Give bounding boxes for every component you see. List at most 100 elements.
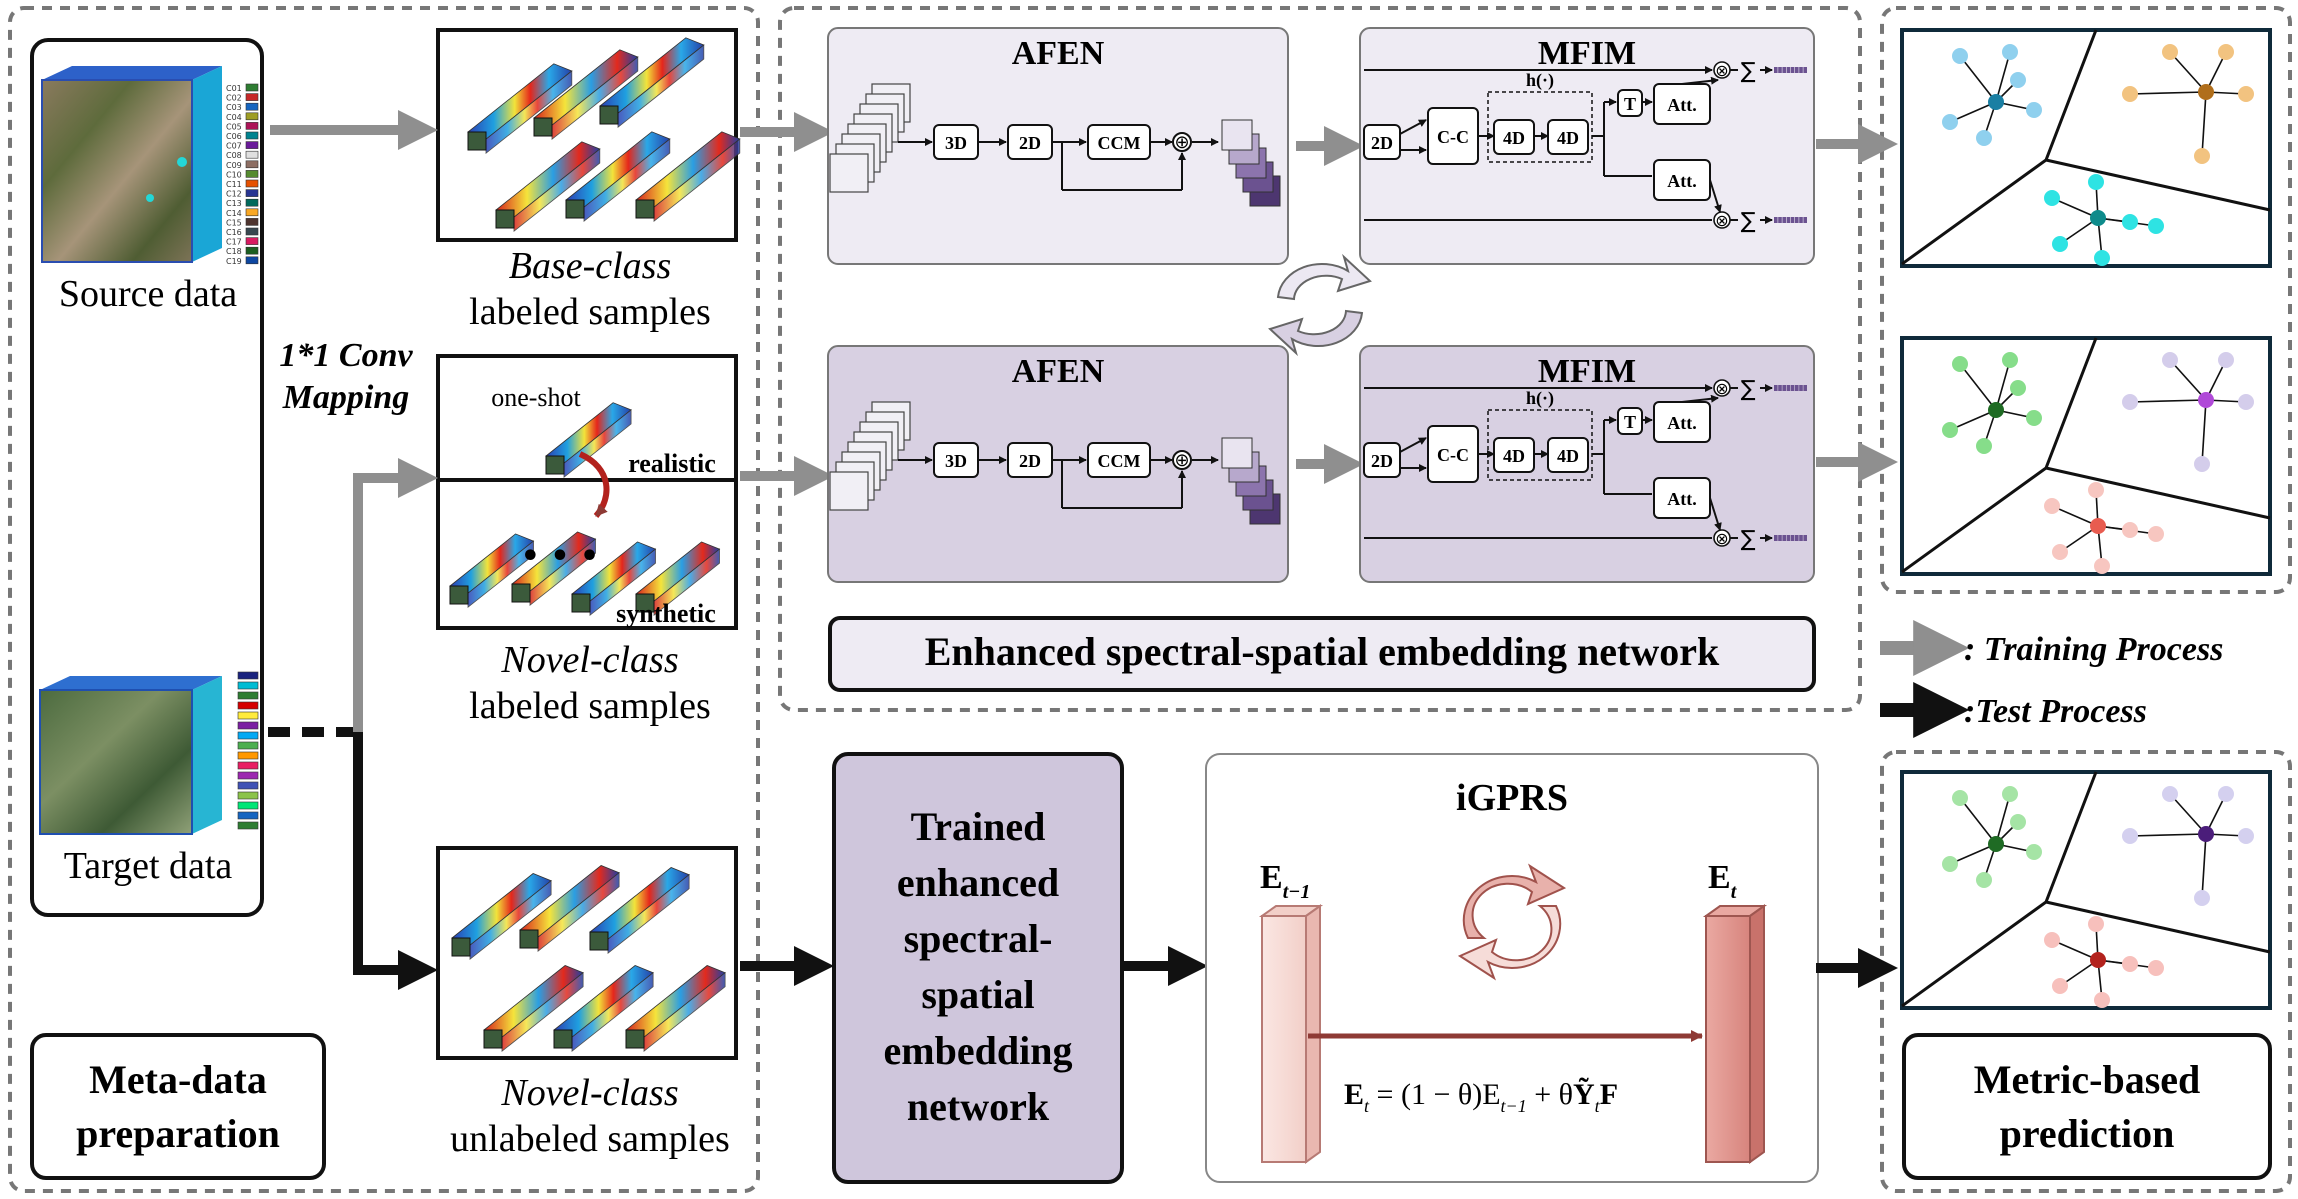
trained-line: spatial [921, 972, 1034, 1017]
cluster-point [1942, 422, 1958, 438]
source-legend-label: C09 [226, 161, 242, 170]
source-legend-swatch [245, 122, 259, 130]
synthetic-cube-face [635, 593, 655, 613]
block-4d-b-label: 4D [1557, 446, 1579, 466]
cluster-point [1942, 114, 1958, 130]
metric-frame [1900, 336, 2272, 576]
source-legend-swatch [245, 256, 259, 265]
output-vector-cell [1786, 217, 1791, 223]
output-vector-cell [1790, 535, 1795, 541]
metric-frame [1900, 770, 2272, 1010]
class-prototype [2090, 210, 2106, 226]
output-vector-cell [1803, 385, 1807, 391]
output-vector-cell [1795, 535, 1799, 541]
source-legend-label: C12 [226, 190, 242, 199]
block-2d-label: 2D [1019, 133, 1041, 153]
cluster-edge [2201, 399, 2207, 465]
flow-arrow [1399, 437, 1427, 453]
class-prototype [2090, 518, 2106, 534]
cluster-edge [1995, 51, 2011, 103]
cluster-edge [2051, 505, 2099, 527]
unlabeled-cube-face [589, 931, 609, 951]
base-cube-face [635, 199, 655, 219]
flow-arrow [1709, 497, 1722, 531]
source-legend-swatch [245, 93, 259, 101]
cluster-point [2002, 44, 2018, 60]
afen-title: AFEN [1012, 353, 1105, 390]
source-legend-swatch [245, 131, 259, 140]
class-prototype [1988, 94, 2004, 110]
cluster-point [2052, 978, 2068, 994]
source-legend-label: C15 [226, 218, 242, 227]
source-legend-label: C04 [226, 113, 242, 122]
source-legend-label: C14 [226, 209, 242, 218]
one-shot-cube-face [545, 455, 565, 475]
cluster-point [2122, 394, 2138, 410]
output-vector-cell [1782, 217, 1786, 223]
output-vector-cell [1799, 385, 1803, 391]
target-legend-swatch [237, 811, 259, 820]
top-metric-panel-border [1880, 6, 2292, 594]
block-cc-label: C-C [1437, 445, 1469, 465]
source-legend-label: C10 [226, 170, 242, 179]
cluster-point [2162, 352, 2178, 368]
source-legend-label: C13 [226, 199, 242, 208]
output-vector-cell [1799, 67, 1803, 73]
cluster-edge [2129, 833, 2207, 837]
trained-network-box [832, 752, 1124, 1184]
cluster-point [2194, 148, 2210, 164]
cluster-point [2218, 786, 2234, 802]
source-legend-swatch [245, 198, 259, 207]
block-att-bottom-label: Att. [1667, 171, 1697, 191]
cluster-point [2052, 544, 2068, 560]
cycle-icon [1268, 253, 1372, 357]
target-legend-swatch [237, 691, 259, 700]
output-vector-cell [1782, 385, 1786, 391]
source-legend-swatch [245, 237, 259, 245]
source-legend-swatch [245, 141, 259, 149]
unlabeled-caption-line1: Novel-class [500, 1072, 678, 1114]
afen-box [827, 345, 1289, 583]
cluster-point [1952, 48, 1968, 64]
block-t-label: T [1624, 412, 1636, 432]
sum-symbol: ⊕ [1174, 450, 1189, 471]
novel-caption-line2: labeled samples [469, 685, 711, 727]
source-data-label: Source data [59, 273, 237, 315]
igprs-formula: Et = (1 − θ)Et−1 + θỸtF [1344, 1077, 1618, 1116]
block-t-label: T [1624, 94, 1636, 114]
h-function-box [1487, 409, 1593, 481]
base-cube-face [533, 117, 553, 137]
block-att-top-label: Att. [1667, 95, 1697, 115]
cluster-point [2010, 814, 2026, 830]
synthetic-label: synthetic [616, 599, 716, 628]
source-legend-label: C08 [226, 151, 242, 160]
output-vector-cell [1782, 535, 1786, 541]
base-cube-face [599, 105, 619, 125]
target-legend-swatch [237, 821, 259, 830]
cluster-point [2026, 102, 2042, 118]
cluster-point [2162, 44, 2178, 60]
sum-node [1172, 450, 1192, 470]
metric-title-box [1902, 1033, 2272, 1180]
output-vector-cell [1786, 385, 1791, 391]
cluster-point [2026, 844, 2042, 860]
base-cube-face [495, 209, 515, 229]
one-shot-label: one-shot [491, 383, 581, 412]
cluster-edge [2169, 359, 2207, 401]
igprs-title: iGPRS [1456, 777, 1568, 819]
cluster-point [2122, 86, 2138, 102]
output-vector-cell [1790, 385, 1795, 391]
cluster-point [1976, 130, 1992, 146]
cluster-point [2238, 828, 2254, 844]
output-vector-cell [1778, 67, 1782, 73]
synthesis-curved-arrow [578, 451, 610, 518]
target-cube-image [39, 676, 222, 835]
class-prototype [2198, 826, 2214, 842]
meta-title-line2: preparation [76, 1111, 280, 1156]
source-cube-image [41, 66, 222, 263]
novel-sample-cubes [449, 402, 721, 617]
source-legend-swatch [245, 160, 259, 169]
cluster-edge [1949, 409, 1997, 431]
mfim-2d [1363, 442, 1401, 478]
cluster-point [2162, 786, 2178, 802]
